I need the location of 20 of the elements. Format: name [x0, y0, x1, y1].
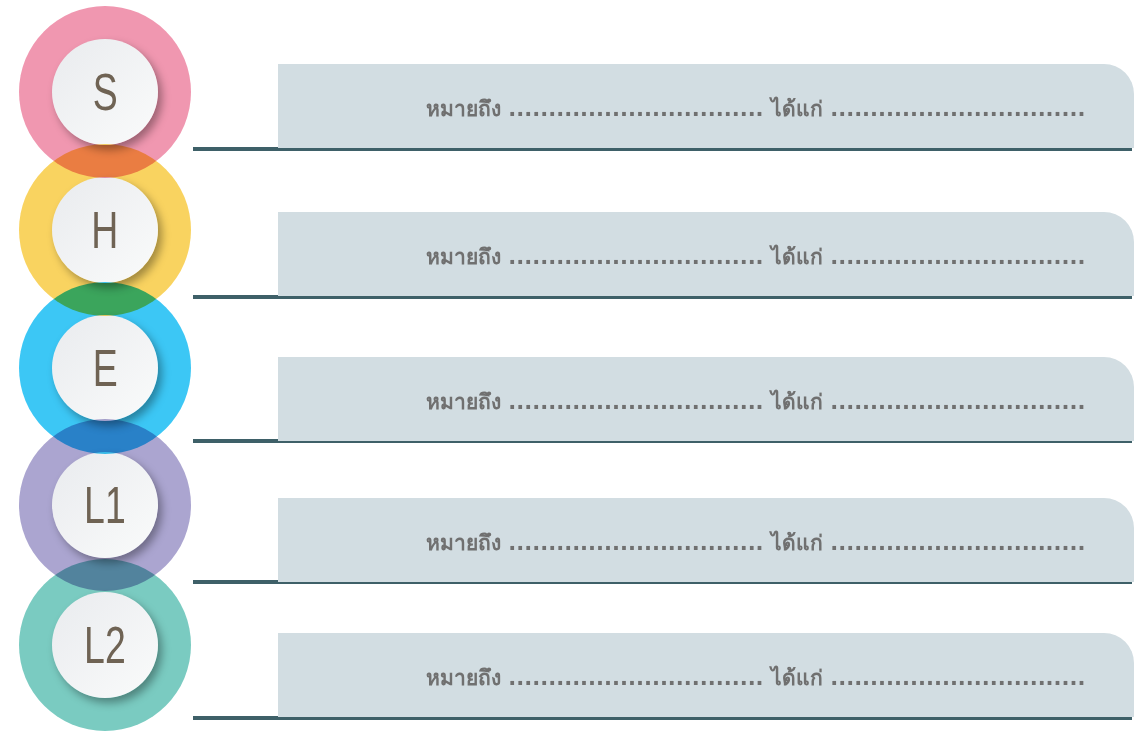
answer-box	[278, 212, 1134, 296]
connector-line	[193, 580, 1132, 584]
connector-line	[193, 295, 1132, 299]
answer-box	[278, 64, 1134, 148]
letter: L2	[84, 615, 126, 675]
letter: L1	[84, 475, 126, 535]
answer-box	[278, 633, 1134, 717]
fill-in-prompt: หมายถึง ................................ ได้แก่ ................................	[426, 664, 1086, 692]
fill-in-prompt: หมายถึง ................................ ได้แก่ ................................	[426, 95, 1086, 123]
fill-in-prompt: หมายถึง ................................ ได้แก่ ................................	[426, 529, 1086, 557]
connector-line	[193, 147, 1132, 151]
letter: E	[92, 338, 118, 398]
connector-line	[193, 716, 1132, 720]
fill-in-prompt: หมายถึง ................................ ได้แก่ ................................	[426, 243, 1086, 271]
letter: H	[91, 200, 119, 260]
connector-line	[193, 439, 1132, 443]
fill-in-prompt: หมายถึง ................................ ได้แก่ ................................	[426, 388, 1086, 416]
answer-box	[278, 357, 1134, 441]
answer-box	[278, 498, 1134, 582]
letter: S	[92, 62, 118, 122]
